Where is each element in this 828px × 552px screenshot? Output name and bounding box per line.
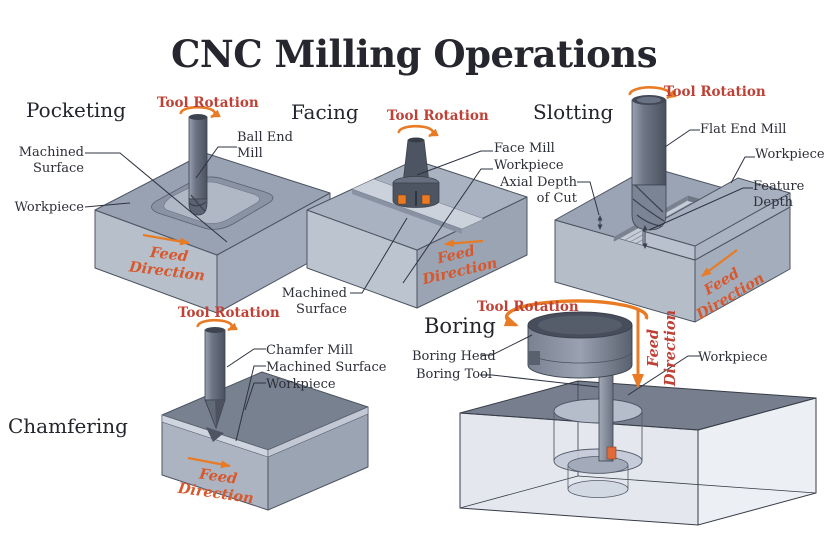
- facing-tool-label: Face Mill: [494, 141, 555, 156]
- chamfering-rotation-arrow-icon: [196, 318, 238, 332]
- pocketing-heading: Pocketing: [26, 98, 126, 122]
- boring-feed-arrow-icon: [632, 309, 644, 389]
- boring-tool-label: Boring Tool: [416, 367, 493, 382]
- leader-line: [730, 156, 755, 184]
- axial-depth-dimension-arrow: [597, 215, 603, 230]
- facing-tool-rotation-label: Tool Rotation: [387, 108, 489, 124]
- pocketing-rotation-arrow-icon: [179, 105, 221, 119]
- facing-heading: Facing: [291, 100, 359, 124]
- slotting-feed-arrow-icon: [701, 249, 738, 277]
- boring-illustration: [459, 299, 817, 526]
- chamfering-illustration: [161, 318, 369, 511]
- chamfering-workpiece-label: Workpiece: [266, 377, 336, 392]
- boring-head-label: Boring Head: [412, 349, 496, 364]
- boring-workpiece-label: Workpiece: [698, 350, 768, 365]
- leader-line: [480, 334, 533, 356]
- pocketing-tool-rotation-label: Tool Rotation: [157, 95, 259, 111]
- leader-line: [627, 355, 700, 396]
- pocketing-workpiece-label: Workpiece: [14, 200, 84, 215]
- chamfering-tool-rotation-label: Tool Rotation: [178, 305, 280, 321]
- boring-feed-direction-label: Feed Direction: [645, 309, 679, 387]
- chamfer-bevel-right: [267, 406, 369, 458]
- leader-line: [84, 202, 131, 208]
- slotting-tool-rotation-label: Tool Rotation: [664, 84, 766, 100]
- leader-line: [402, 168, 493, 284]
- facing-rotation-arrow-icon: [397, 124, 439, 138]
- slotting-workpiece-label: Workpiece: [755, 147, 825, 162]
- chamfer-notch: [206, 427, 224, 442]
- feature-depth-dimension-arrow: [642, 225, 648, 249]
- pocketing-machined-surface-label: Machined Surface: [18, 145, 84, 176]
- leader-line: [85, 152, 228, 243]
- chamfering-workpiece-block: [161, 371, 369, 511]
- slotting-illustration: [554, 86, 791, 323]
- chamfering-tool: [204, 327, 226, 430]
- leader-line: [226, 348, 266, 368]
- facing-workpiece-label: Workpiece: [494, 158, 564, 173]
- slotting-axial-depth-label: Axial Depth of Cut: [500, 175, 577, 206]
- leader-line: [577, 181, 600, 216]
- slotting-tool-label: Flat End Mill: [700, 122, 787, 137]
- leader-line: [350, 217, 408, 294]
- facing-illustration: [306, 124, 528, 309]
- boring-bore-hole: [553, 398, 643, 498]
- boring-heading: Boring: [424, 314, 496, 338]
- pocketing-pocket: [151, 176, 274, 230]
- pocketing-illustration: [84, 105, 331, 314]
- chamfering-tool-label: Chamfer Mill: [266, 343, 354, 358]
- facing-step-shadow: [352, 189, 462, 234]
- pocketing-tool-label: Ball End Mill: [237, 130, 293, 161]
- leader-line: [235, 365, 266, 442]
- pocketing-feed-arrow-icon: [142, 233, 190, 246]
- chamfering-machined-surface-label: Machined Surface: [266, 360, 387, 375]
- slotting-tool: [631, 95, 667, 231]
- boring-workpiece-block: [459, 380, 817, 526]
- facing-tool: [392, 137, 440, 208]
- page-title: CNC Milling Operations: [170, 32, 658, 76]
- slotting-heading: Slotting: [533, 100, 614, 124]
- leader-line: [244, 382, 266, 411]
- slotting-feature-depth-label: Feature Depth: [753, 179, 805, 210]
- boring-head: [527, 311, 633, 379]
- leader-line: [195, 146, 237, 179]
- boring-tool-rotation-label: Tool Rotation: [477, 299, 579, 315]
- slotting-rotation-arrow-icon: [628, 86, 677, 100]
- leader-line: [416, 150, 493, 176]
- chamfering-feed-arrow-icon: [187, 456, 231, 469]
- boring-rotation-arrow-icon: [503, 299, 649, 327]
- leader-line: [480, 374, 599, 388]
- chamfering-heading: Chamfering: [8, 414, 128, 438]
- facing-feed-arrow-icon: [444, 239, 484, 248]
- leader-line: [664, 129, 700, 148]
- facing-machined-surface-label: Machined Surface: [281, 286, 347, 317]
- pocketing-tool: [188, 114, 208, 216]
- leader-line: [648, 187, 753, 231]
